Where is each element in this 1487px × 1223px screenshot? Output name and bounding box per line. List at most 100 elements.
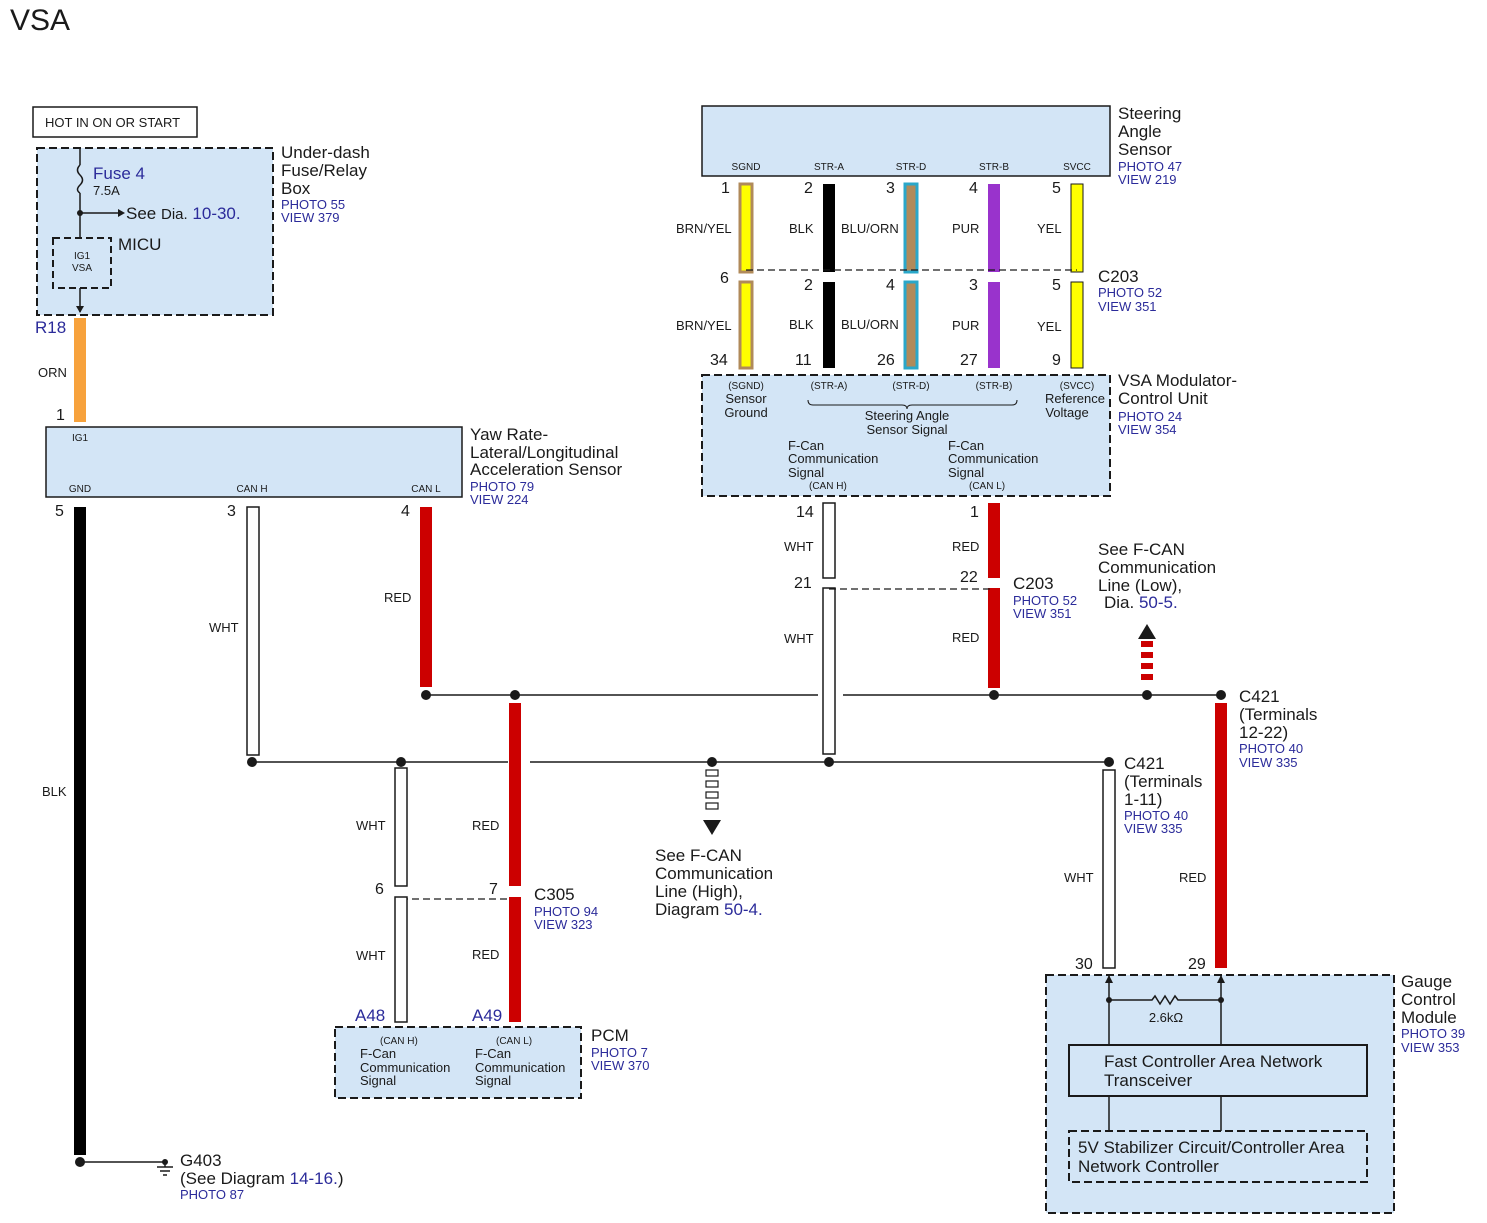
gauge-pin-30: 30 [1075, 956, 1093, 973]
pcm-canh-wire-upper [394, 767, 408, 887]
yaw-canh-wire [246, 506, 260, 756]
gauge-pin-29: 29 [1188, 956, 1206, 973]
yaw-canl-pin: 4 [401, 503, 410, 520]
steering-pin-num-4: 4 [969, 180, 978, 197]
wire-label-blk-lower: BLK [789, 317, 814, 332]
pcm-photo: PHOTO 7 [591, 1045, 648, 1060]
vsa-pin-26: 26 [877, 352, 895, 369]
orn-wire-label: ORN [38, 365, 67, 380]
yaw-gnd-pin: 5 [55, 503, 64, 520]
vsa-canl-wire-lower [988, 588, 1000, 688]
can-h-junction-c421 [1104, 757, 1114, 767]
gauge-canl-wire-label: RED [1179, 870, 1206, 885]
yaw-canh-pin: 3 [227, 503, 236, 520]
wire-pur-upper [988, 184, 1000, 272]
hot-label-box [32, 106, 198, 138]
wire-label-brn-yel-lower: BRN/YEL [676, 318, 732, 333]
yaw-name-1: Yaw Rate- [470, 425, 548, 444]
yaw-canl-label: CAN L [411, 484, 441, 495]
pcm-canh-wire-label-upper: WHT [356, 818, 386, 833]
pcm-name: PCM [591, 1026, 629, 1045]
vsa-canh-wire-lower [822, 587, 836, 755]
wire-label-yel-lower: YEL [1037, 319, 1062, 334]
vsa-canl-wire-upper [988, 503, 1000, 578]
fuse-rating: 7.5A [93, 183, 120, 198]
gauge-name-1: Gauge [1401, 972, 1452, 991]
micu-out-arrow-icon [76, 306, 84, 313]
c305-pin-7: 7 [489, 881, 498, 898]
fuse-box-name-2: Fuse/Relay [281, 161, 367, 180]
gauge-canl-wire [1215, 703, 1227, 968]
c421-12-sub-1: (Terminals [1239, 705, 1317, 724]
can-h-junction-pcm [396, 757, 406, 767]
yaw-canh-wire-label: WHT [209, 620, 239, 635]
blk-wire-label: BLK [42, 784, 67, 799]
hot-label: HOT IN ON OR START [45, 115, 180, 130]
micu-box [52, 237, 112, 289]
yaw-name-3: Acceleration Sensor [470, 460, 622, 479]
fcan-low-arrow-icon [1138, 624, 1156, 680]
gauge-name-2: Control [1401, 990, 1456, 1009]
yaw-name-2: Lateral/Longitudinal [470, 443, 618, 462]
stabilizer-line-1: 5V Stabilizer Circuit/Controller Area [1078, 1138, 1345, 1157]
vsa-photo: PHOTO 24 [1118, 409, 1182, 424]
c421-12-name: C421 [1239, 687, 1280, 706]
yaw-canl-wire-label: RED [384, 590, 411, 605]
c421-1-sub-2: 1-11) [1124, 790, 1162, 809]
can-h-junction-fcan [707, 757, 717, 767]
see-dia-arrow-icon [118, 209, 125, 217]
vsa-unit-box [701, 374, 1111, 497]
c203-top-name: C203 [1098, 267, 1139, 286]
pcm-box [334, 1026, 582, 1099]
c203-top-pin-4: 4 [886, 277, 895, 294]
pcm-canl-desc-3: Communication [475, 1060, 565, 1075]
gauge-canl-arrow-icon [1217, 975, 1225, 983]
pcm-canl-wire-upper [509, 703, 521, 886]
fcan-low-line-3: Line (Low), [1098, 576, 1182, 595]
can-l-junction-vsa [989, 690, 999, 700]
steering-sensor-box [701, 105, 1111, 177]
vsa-pin-34: 34 [710, 352, 728, 369]
stabilizer-line-2: Network Controller [1078, 1157, 1219, 1176]
fcan-high-line-1: See F-CAN [655, 846, 742, 865]
pcm-canh-desc-3: Communication [360, 1060, 450, 1075]
wire-blu-orn-lower [903, 280, 919, 370]
fcan-high-dia: Diagram 50-4. [655, 900, 763, 919]
vsa-canh-desc-4: (CAN H) [809, 481, 847, 492]
fcan-low-line-2: Communication [1098, 558, 1216, 577]
yaw-view: VIEW 224 [470, 492, 529, 507]
steering-pin-label-stra: STR-A [814, 162, 844, 173]
wire-yel-lower [1070, 281, 1084, 369]
pcm-canh-wire-label-lower: WHT [356, 948, 386, 963]
steering-pin-label-strd: STR-D [896, 162, 927, 173]
wire-pur-lower [988, 282, 1000, 368]
c203-mid-view: VIEW 351 [1013, 606, 1072, 621]
pcm-view: VIEW 370 [591, 1058, 650, 1073]
fuse-box-photo: PHOTO 55 [281, 197, 345, 212]
yaw-canh-label: CAN H [236, 484, 267, 495]
transceiver-line-2: Transceiver [1104, 1071, 1193, 1090]
c421-12-sub-2: 12-22) [1239, 723, 1288, 742]
steering-pin-num-1: 1 [721, 180, 730, 197]
wire-label-brn-yel-upper: BRN/YEL [676, 221, 732, 236]
can-l-junction-c421 [1216, 690, 1226, 700]
wire-blu-orn-upper [903, 182, 919, 274]
vsa-svcc-desc-1: Reference [1045, 391, 1105, 406]
can-l-junction-fcan [1142, 690, 1152, 700]
pcm-pin-a49: A49 [472, 1006, 502, 1025]
steering-pin-label-svcc: SVCC [1063, 162, 1091, 173]
fuse-box-name-1: Under-dash [281, 143, 370, 162]
vsa-sgnd-desc-2: Ground [724, 405, 767, 420]
gauge-canh-arrow-icon [1105, 975, 1113, 983]
vsa-canh-desc-1: F-Can [788, 438, 824, 453]
yaw-gnd-label: GND [69, 484, 91, 495]
c305-view: VIEW 323 [534, 917, 593, 932]
vsa-canl-desc-3: Signal [948, 465, 984, 480]
c203-mid-pin-21: 21 [794, 575, 812, 592]
steering-view: VIEW 219 [1118, 172, 1177, 187]
pcm-canl-desc-4: Signal [475, 1073, 511, 1088]
steering-pin-num-5: 5 [1052, 180, 1061, 197]
c305-name: C305 [534, 885, 575, 904]
wire-label-yel-upper: YEL [1037, 221, 1062, 236]
vsa-canl-wire-label-lower: RED [952, 630, 979, 645]
